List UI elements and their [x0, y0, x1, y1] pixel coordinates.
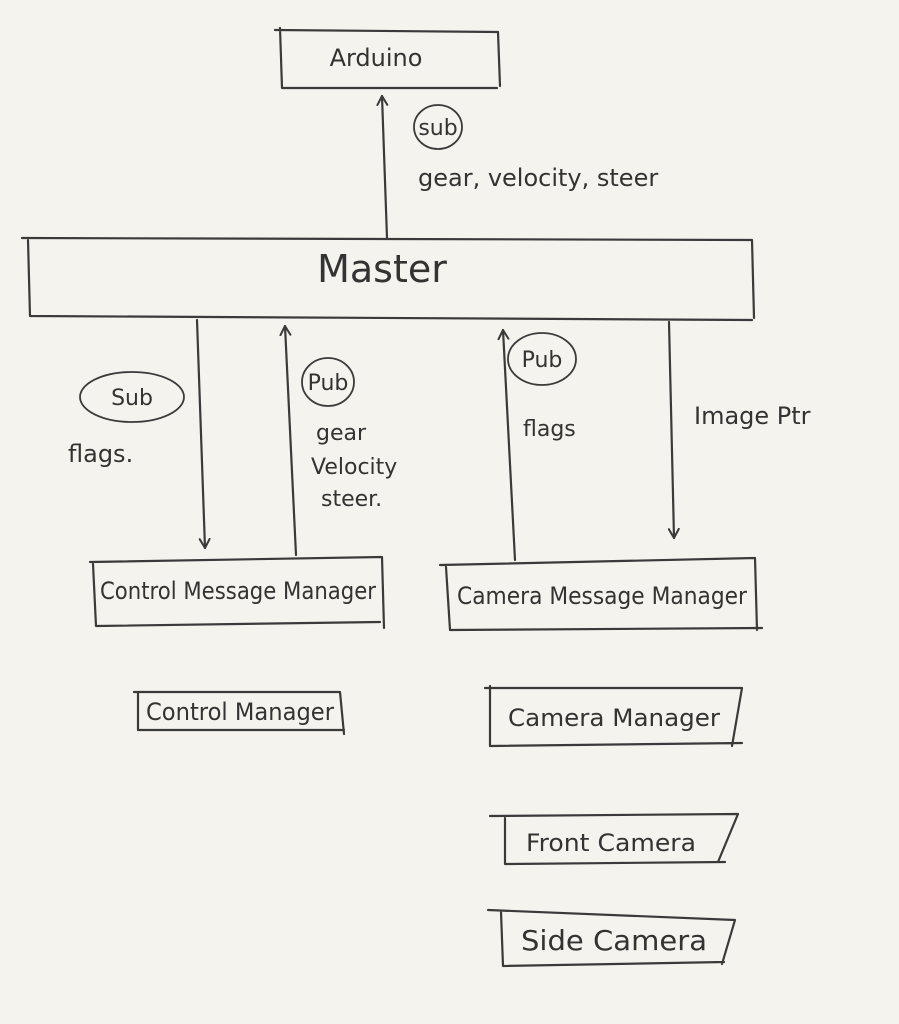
- edge-master-to-control-mm-tag: Sub: [111, 386, 153, 411]
- edge-master-to-camera-mm-label: Image Ptr: [694, 402, 811, 430]
- node-front-camera: Front Camera: [488, 812, 740, 866]
- edge-master-to-arduino-line: [376, 94, 389, 240]
- edge-master-to-arduino-label: gear, velocity, steer: [418, 164, 658, 192]
- node-master-label: Master: [317, 247, 447, 291]
- edge-control-mm-to-master-label-line-3: steer.: [321, 487, 382, 512]
- node-control-manager-label: Control Manager: [146, 698, 334, 726]
- edge-camera-mm-to-master-tag-circle: [507, 332, 577, 386]
- node-side-camera-label: Side Camera: [521, 924, 707, 957]
- edge-master-to-control-mm: Sub flags.: [68, 318, 211, 550]
- edge-master-to-camera-mm: Image Ptr: [667, 320, 811, 540]
- edge-master-to-arduino: sub gear, velocity, steer: [376, 94, 658, 240]
- edge-camera-mm-to-master: Pub flags: [497, 328, 577, 562]
- node-camera-message-manager: Camera Message Manager: [438, 556, 764, 632]
- edge-master-to-control-mm-line: [195, 318, 211, 550]
- node-front-camera-label: Front Camera: [526, 829, 696, 857]
- edge-master-to-control-mm-tag-circle: [79, 371, 185, 423]
- edge-control-mm-to-master-line: [279, 324, 298, 557]
- node-control-manager: Control Manager: [132, 690, 346, 736]
- node-arduino: Arduino: [273, 26, 502, 90]
- edge-master-to-arduino-tag: sub: [418, 116, 457, 141]
- edge-control-mm-to-master-tag-circle: [301, 357, 355, 407]
- node-master: Master: [20, 236, 756, 322]
- edge-master-to-arduino-tag-circle: [413, 104, 463, 150]
- edge-camera-mm-to-master-label: flags: [523, 417, 576, 442]
- edge-camera-mm-to-master-tag: Pub: [522, 348, 563, 373]
- edge-control-mm-to-master-tag: Pub: [308, 371, 349, 396]
- edge-control-mm-to-master-label-line-2: Velocity: [311, 455, 397, 480]
- node-camera-manager: Camera Manager: [483, 684, 744, 748]
- node-control-message-manager-label: Control Message Manager: [100, 577, 376, 605]
- node-arduino-label: Arduino: [330, 44, 423, 72]
- node-camera-manager-label: Camera Manager: [508, 704, 720, 732]
- edge-control-mm-to-master: Pub gear Velocity steer.: [279, 324, 397, 557]
- edge-control-mm-to-master-label-line-1: gear: [316, 421, 367, 446]
- edge-master-to-camera-mm-line: [667, 320, 680, 540]
- edge-master-to-control-mm-label: flags.: [68, 440, 133, 468]
- node-control-message-manager: Control Message Manager: [88, 555, 386, 630]
- edge-camera-mm-to-master-line: [497, 328, 517, 562]
- node-side-camera: Side Camera: [486, 908, 737, 968]
- node-camera-message-manager-label: Camera Message Manager: [457, 582, 747, 610]
